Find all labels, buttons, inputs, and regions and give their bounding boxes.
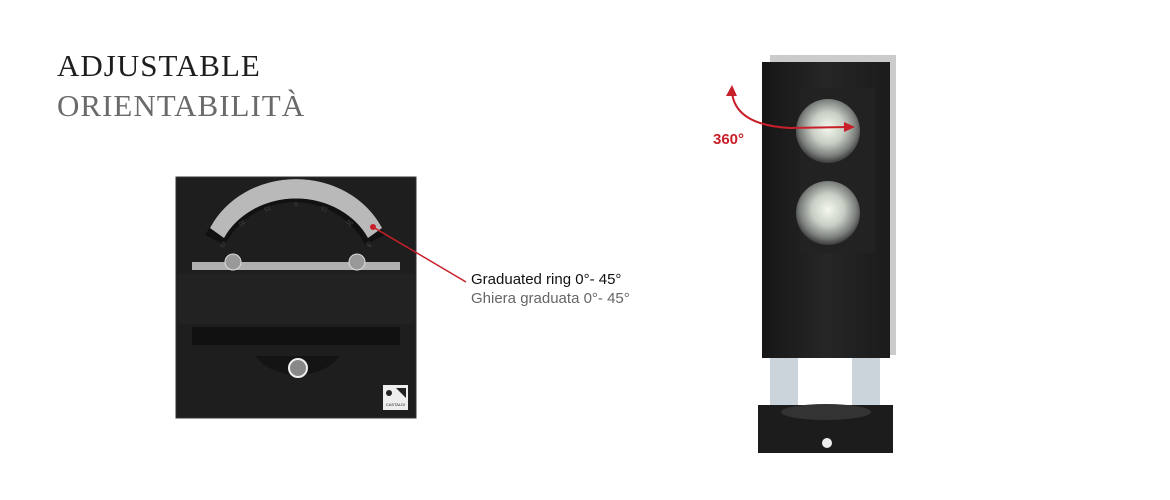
screw-icon	[224, 253, 242, 271]
lamp-front-view	[726, 55, 896, 453]
led-lens	[796, 181, 860, 245]
led-lens	[796, 99, 860, 163]
ring-scale-label: 30	[345, 217, 354, 226]
ring-scale-label: 45	[365, 239, 374, 248]
callout-label-italian: Ghiera graduata 0°- 45°	[471, 290, 630, 307]
callout-line	[372, 226, 467, 283]
screw-icon	[348, 253, 366, 271]
knob-icon	[288, 358, 308, 378]
rotation-label: 360°	[713, 131, 745, 148]
callout-label-english: Graduated ring 0°- 45°	[471, 271, 622, 288]
adjustment-detail: 45 30 15 0 15 30 45 CASTALDI	[175, 176, 467, 419]
title-italian: ORIENTABILITÀ	[57, 88, 306, 123]
graduated-ring	[210, 179, 382, 238]
ring-scale-label: 0	[294, 200, 298, 206]
title-english: ADJUSTABLE	[57, 48, 261, 83]
ring-scale-label: 15	[262, 204, 271, 212]
ring-scale-label: 15	[320, 204, 329, 212]
svg-text:CASTALDI: CASTALDI	[386, 402, 405, 407]
ring-scale-label: 30	[237, 218, 246, 227]
knob-icon	[822, 438, 832, 448]
rotation-arrow-icon	[731, 91, 849, 130]
ring-scale-label: 45	[218, 240, 227, 249]
